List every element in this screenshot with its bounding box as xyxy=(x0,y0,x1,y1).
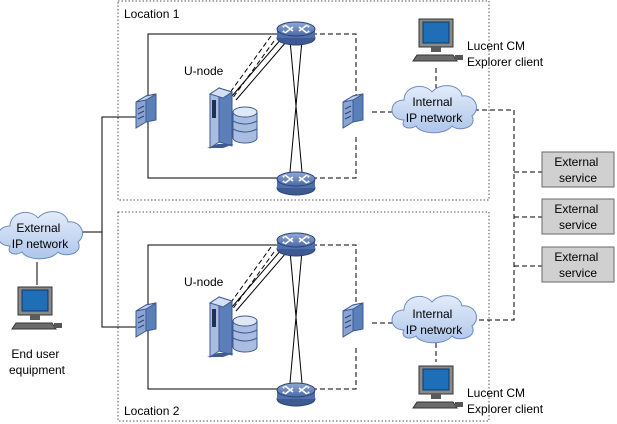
client-label-1: Lucent CM Explorer client xyxy=(467,39,544,69)
computer-icon xyxy=(412,18,464,62)
svg-text:External service: External service xyxy=(554,202,601,232)
switch-icon xyxy=(135,302,157,338)
client-label-2: Lucent CM Explorer client xyxy=(467,386,544,416)
external-network-label: External IP network xyxy=(12,221,69,251)
database-icon xyxy=(232,315,258,353)
external-service-box: External service xyxy=(541,198,615,235)
switch-icon xyxy=(342,93,364,129)
router-icon xyxy=(276,232,316,257)
svg-text:External service: External service xyxy=(554,155,601,185)
svg-text:External service: External service xyxy=(554,250,601,280)
external-service-box: External service xyxy=(541,246,615,283)
router-icon xyxy=(276,171,316,196)
location-1-box xyxy=(117,0,490,201)
location-2-label: Location 2 xyxy=(124,404,180,418)
computer-icon xyxy=(11,286,63,330)
location-2-box xyxy=(117,211,490,422)
database-icon xyxy=(232,106,258,144)
dashed-links xyxy=(228,33,542,390)
switch-icon xyxy=(342,302,364,338)
router-icon xyxy=(276,382,316,407)
internal-network-label-2: Internal IP network xyxy=(406,307,463,337)
location-1-label: Location 1 xyxy=(124,7,180,21)
server-icon xyxy=(206,296,235,358)
internal-network-label-1: Internal IP network xyxy=(406,95,463,125)
unode-label-1: U-node xyxy=(184,64,224,78)
switch-icon xyxy=(135,93,157,129)
unode-label-2: U-node xyxy=(184,275,224,289)
cloud-icon xyxy=(0,211,84,260)
cloud-icon xyxy=(391,85,478,134)
end-user-label: End user equipment xyxy=(9,347,66,377)
router-icon xyxy=(276,21,316,46)
server-icon xyxy=(206,87,235,149)
solid-links xyxy=(36,33,303,390)
external-service-box: External service xyxy=(541,151,615,188)
computer-icon xyxy=(412,365,464,409)
